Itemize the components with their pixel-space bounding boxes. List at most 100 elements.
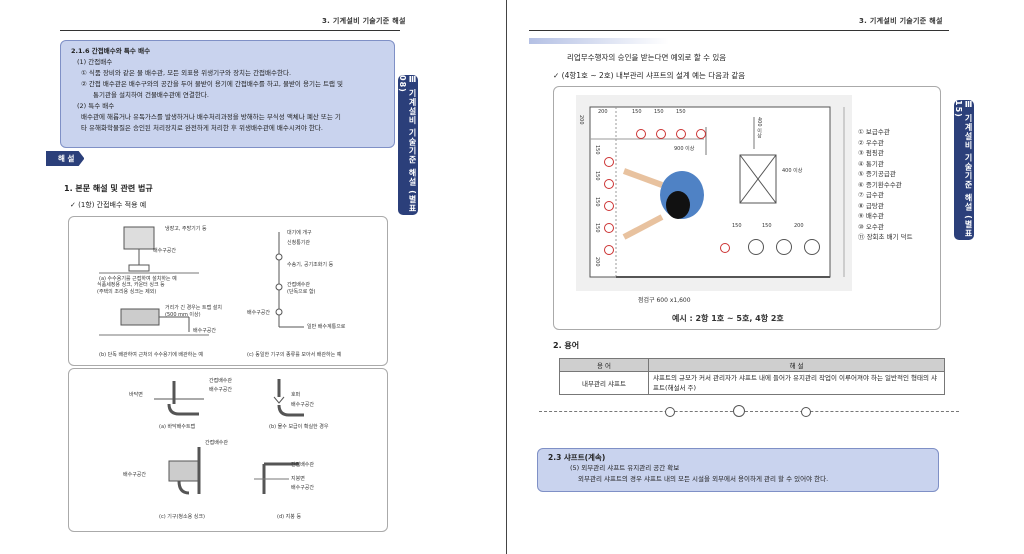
- right-page: 3. 기계설비 기술기준 해설 Ⅲ 기계설비 기술기준 해설 (별표 15) 리…: [509, 0, 1024, 554]
- dim-label: 150: [654, 109, 664, 115]
- right-box-title: 2.3 샤프트(계속): [548, 453, 606, 462]
- diagram-label: 호퍼: [291, 392, 301, 398]
- diagram-1-drawing: [99, 226, 304, 336]
- section-2-heading: 2. 용어: [553, 341, 580, 350]
- indirect-drain-diagram-1: 냉장고, 주방기기 등 배수구공간 식품세정용 싱크, 카운터 싱크 등 (주택…: [68, 216, 388, 366]
- pipe-circle: [720, 243, 730, 253]
- legend-item: ⑪ 장회초 배기 덕트: [858, 233, 913, 241]
- table-cell: 내부관리 샤프트: [559, 371, 649, 395]
- shaft-plan-diagram: 200 150 150 150 400 이상 900 이상 400 이상 150…: [553, 86, 941, 330]
- legend-item: ④ 통기관: [858, 159, 884, 168]
- left-side-tab: Ⅲ 기계설비 기술기준 해설 (별표 08): [398, 75, 418, 215]
- section-tag: 해 설: [46, 151, 85, 166]
- diagram-2-drawing: [154, 379, 304, 495]
- pipe-circle: [676, 129, 686, 139]
- left-box-line: 타 유해화학물질은 승인된 처리장치로 완전하게 처리한 후 위생배수관에 배수…: [81, 124, 323, 132]
- diagram-caption: (b) 단독 배관하여 근처의 수수용기에 배관하는 예: [99, 352, 204, 358]
- diagram-label: 거리가 긴 경우는 트랩 설치: [165, 305, 222, 311]
- left-box-line: ② 간접 배수관은 배수구와의 공간을 두어 물받이 용기에 간접배수를 하고,…: [81, 80, 343, 88]
- pipe-circle: [604, 157, 614, 167]
- legend-item: ⑧ 급탕관: [858, 201, 884, 210]
- diagram-label: (주택의 조리용 싱크는 제외): [97, 289, 157, 295]
- separator-dot: [665, 407, 675, 417]
- pipe-circle: [696, 129, 706, 139]
- separator-dot: [733, 405, 745, 417]
- pipe-circle: [604, 245, 614, 255]
- example-label: 예시 : 2항 1호 ~ 5호, 4항 2호: [672, 314, 784, 323]
- table-header-row: 용 어 해 설: [559, 358, 945, 372]
- diagram-label: 배수구공간: [247, 310, 271, 316]
- dashed-separator: [539, 411, 959, 412]
- left-header-rule: [60, 30, 400, 31]
- dim-label: 150: [594, 145, 600, 155]
- indirect-drain-diagram-2: 간접배수관 배수구공간 바닥면 호퍼 배수구공간 간접배수관 배수구공간 간접배…: [68, 368, 388, 532]
- dim-label: 200: [594, 257, 600, 267]
- dim-label: 200: [598, 109, 608, 115]
- dim-label: 150: [732, 223, 742, 229]
- diagram-label: 배수구공간: [291, 485, 315, 491]
- dim-label: 150: [594, 223, 600, 233]
- page-divider: [506, 0, 510, 554]
- right-intro: 리업무수행자의 승인을 받는다면 예외로 할 수 있음: [567, 53, 727, 62]
- diagram-caption: (c) 기구(청소용 싱크): [159, 514, 205, 520]
- pipe-circle: [656, 129, 666, 139]
- left-box-line: ① 식품 장비와 같은 물 배수관, 모든 외표용 위생기구와 장치는 간접배수…: [81, 69, 292, 77]
- legend-item: ⑩ 오수관: [858, 222, 884, 231]
- diagram-caption: (d) 지붕 등: [277, 514, 302, 520]
- left-subheading: ✓ (1항) 간접배수 적용 예: [70, 201, 147, 209]
- pipe-circle: [604, 223, 614, 233]
- dim-label: 200: [794, 223, 804, 229]
- dim-label: 900 이상: [674, 146, 695, 152]
- dim-label: 150: [594, 197, 600, 207]
- diagram-label: 간접배수관: [205, 440, 229, 446]
- diagram-label: 식품세정용 싱크, 카운터 싱크 등: [97, 282, 165, 288]
- diagram-label: 일반 배수계통으로: [307, 324, 346, 330]
- legend-item: ⑤ 증기공급관: [858, 170, 896, 178]
- legend-item: ⑥ 증기환수수관: [858, 180, 902, 189]
- right-side-tab: Ⅲ 기계설비 기술기준 해설 (별표 15): [954, 100, 974, 240]
- dim-label: 150: [594, 171, 600, 181]
- dim-label: 150: [632, 109, 642, 115]
- diagram-label: 대기에 개구: [287, 230, 312, 236]
- dim-label: 400 이상: [782, 168, 803, 174]
- diagram-label: 배수구공간: [209, 387, 233, 393]
- legend-item: ⑦ 급수관: [858, 191, 884, 199]
- right-info-box: 2.3 샤프트(계속) (5) 외부관리 샤프트 유지관리 공간 확보 외부관리…: [537, 448, 939, 492]
- dim-label: 150: [676, 109, 686, 115]
- table-row: 내부관리 샤프트 샤프트의 규모가 커서 관리자가 샤프트 내에 들어가 유지관…: [559, 371, 945, 395]
- table-cell: 샤프트의 규모가 커서 관리자가 샤프트 내에 들어가 유지관리 작업이 이루어…: [648, 371, 945, 395]
- diagram-label: (500 mm 이상): [165, 312, 201, 318]
- diagram-label: 냉장고, 주방기기 등: [165, 226, 207, 232]
- pipe-circle-large: [776, 239, 792, 255]
- separator-dot: [801, 407, 811, 417]
- left-header: 3. 기계설비 기술기준 해설: [322, 17, 406, 25]
- diagram-caption: (b) 물수 보급이 확실한 경우: [269, 424, 329, 430]
- right-box-line: 외부관리 샤프트의 경우 샤프트 내의 모든 시설을 외부에서 용이하게 관리 …: [578, 475, 829, 483]
- left-box-line: 배수관에 해롭거나 유독가스를 발생하거나 배수처리과정을 방해하는 부식성 액…: [81, 113, 341, 121]
- legend-item: ② 우수관: [858, 138, 884, 147]
- left-box-title: 2.1.6 간접배수와 특수 배수: [71, 47, 151, 55]
- left-box-line: (1) 간접배수: [77, 58, 113, 66]
- diagram-label: 간접배수관: [209, 378, 233, 384]
- diagram-label: 수송기, 공기조화기 등: [287, 262, 334, 268]
- diagram-caption: (c) 동일한 기구의 종류를 모아서 배관하는 예: [247, 352, 342, 358]
- diagram-label: 배수구공간: [193, 328, 217, 334]
- diagram-label: (단독으로 함): [287, 289, 316, 295]
- pipe-circle: [604, 201, 614, 211]
- diagram-label: 간접배수관: [287, 282, 311, 288]
- diagram-label: 배수구공간: [291, 402, 315, 408]
- left-info-box: 2.1.6 간접배수와 특수 배수 (1) 간접배수 ① 식품 장비와 같은 물…: [60, 40, 395, 148]
- diagram-caption: (a) 수수용기를 근접하여 설치하는 예: [99, 276, 177, 282]
- pipe-circle: [636, 129, 646, 139]
- table-header: 해 설: [648, 358, 945, 372]
- diagram-label: 바닥면: [129, 392, 143, 398]
- diagram-label: 신청통기관: [287, 240, 311, 246]
- diagram-caption: (a) 바닥배수트랩: [159, 424, 196, 430]
- term-table: 용 어 해 설 내부관리 샤프트 샤프트의 규모가 커서 관리자가 샤프트 내에…: [559, 358, 945, 395]
- pipe-circle: [604, 179, 614, 189]
- inspection-label: 점검구 600 x1,600: [638, 297, 691, 304]
- diagram-label: 배수구공간: [153, 248, 177, 254]
- right-header: 3. 기계설비 기술기준 해설: [859, 17, 943, 25]
- pipe-circle-large: [804, 239, 820, 255]
- right-box-line: (5) 외부관리 샤프트 유지관리 공간 확보: [570, 464, 680, 472]
